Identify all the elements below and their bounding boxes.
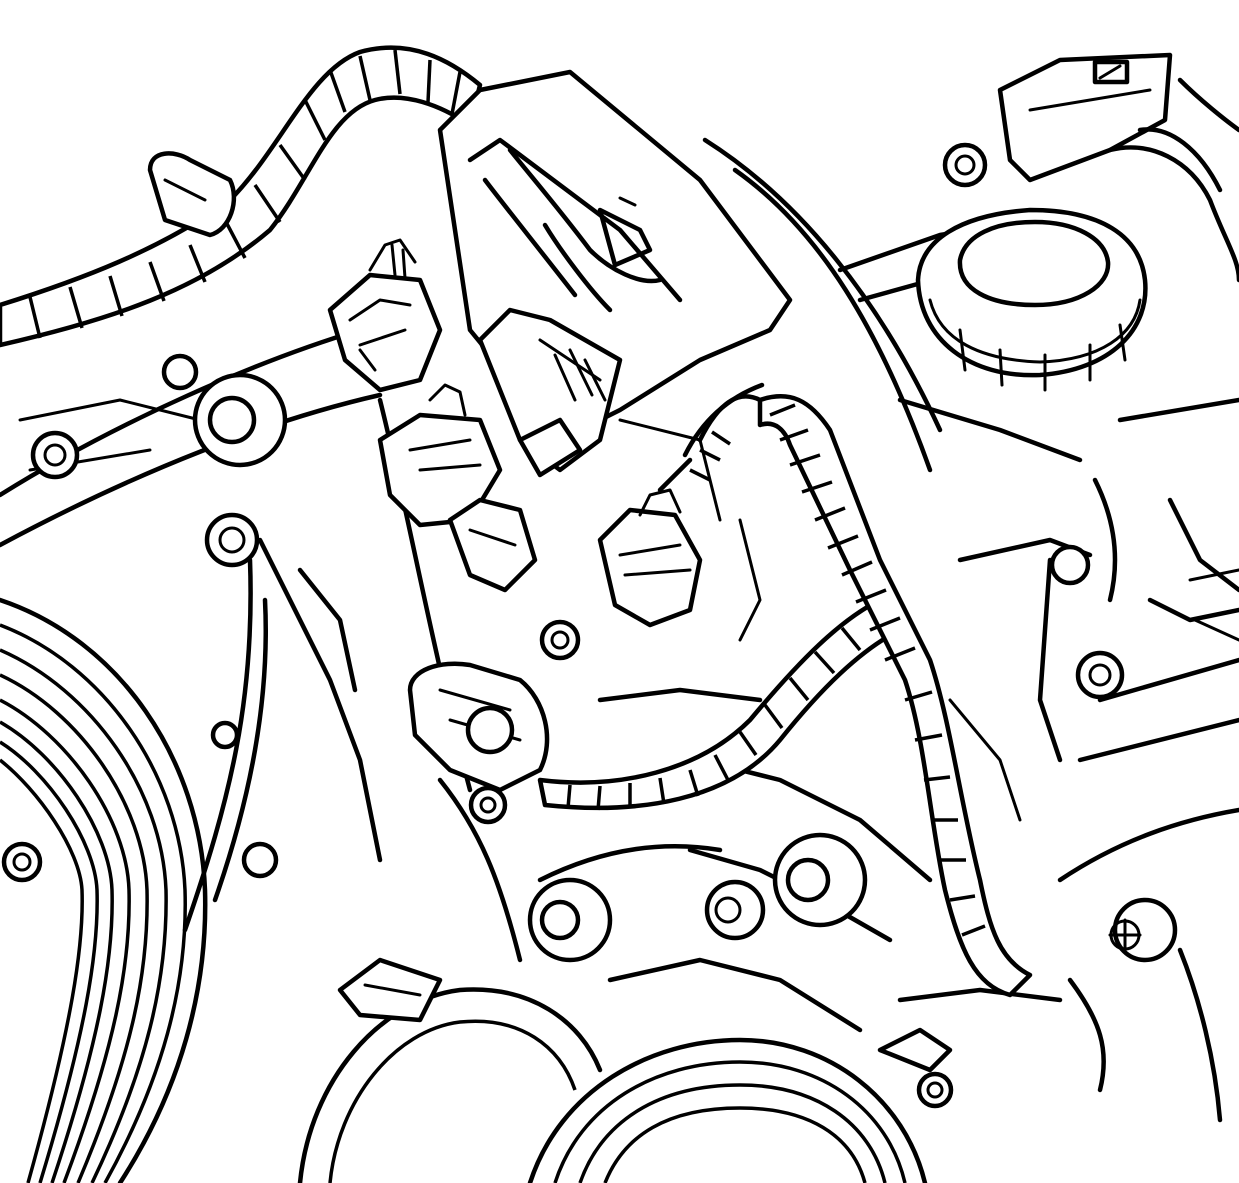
stud-boss: [192, 372, 288, 468]
stud-boss: [210, 720, 240, 750]
electrical-connector: [327, 238, 443, 393]
bolt: [468, 785, 508, 825]
sensor-connector: [942, 52, 1239, 283]
lower-pulley: [297, 987, 928, 1183]
stud-boss: [704, 879, 766, 941]
bolt: [1108, 897, 1178, 963]
crankshaft-pulley: [0, 597, 208, 1183]
stud-boss: [30, 430, 80, 480]
harness-bracket: [337, 957, 953, 1073]
stud-boss: [204, 512, 260, 568]
stud-boss: [1049, 544, 1091, 586]
stud-boss: [527, 877, 613, 963]
electrical-connector: [377, 383, 538, 593]
stud-boss: [772, 832, 868, 928]
bolt: [539, 619, 581, 661]
wiring-harness-upper: [657, 382, 1033, 998]
engine-front-cover: [0, 137, 1239, 1093]
electrical-connector: [407, 661, 550, 793]
bolt: [916, 1071, 954, 1109]
sensor-connector: [597, 488, 703, 628]
wiring-harness-lower-branch: [537, 597, 903, 811]
wiring-harness-upper: [0, 45, 483, 348]
engine-front-cover: [1147, 77, 1239, 1123]
oil-filler-cap: [915, 207, 1148, 392]
harness-bracket: [437, 69, 793, 478]
stud-boss: [161, 353, 199, 391]
stud-boss: [241, 841, 279, 879]
stud-boss: [1075, 650, 1125, 700]
